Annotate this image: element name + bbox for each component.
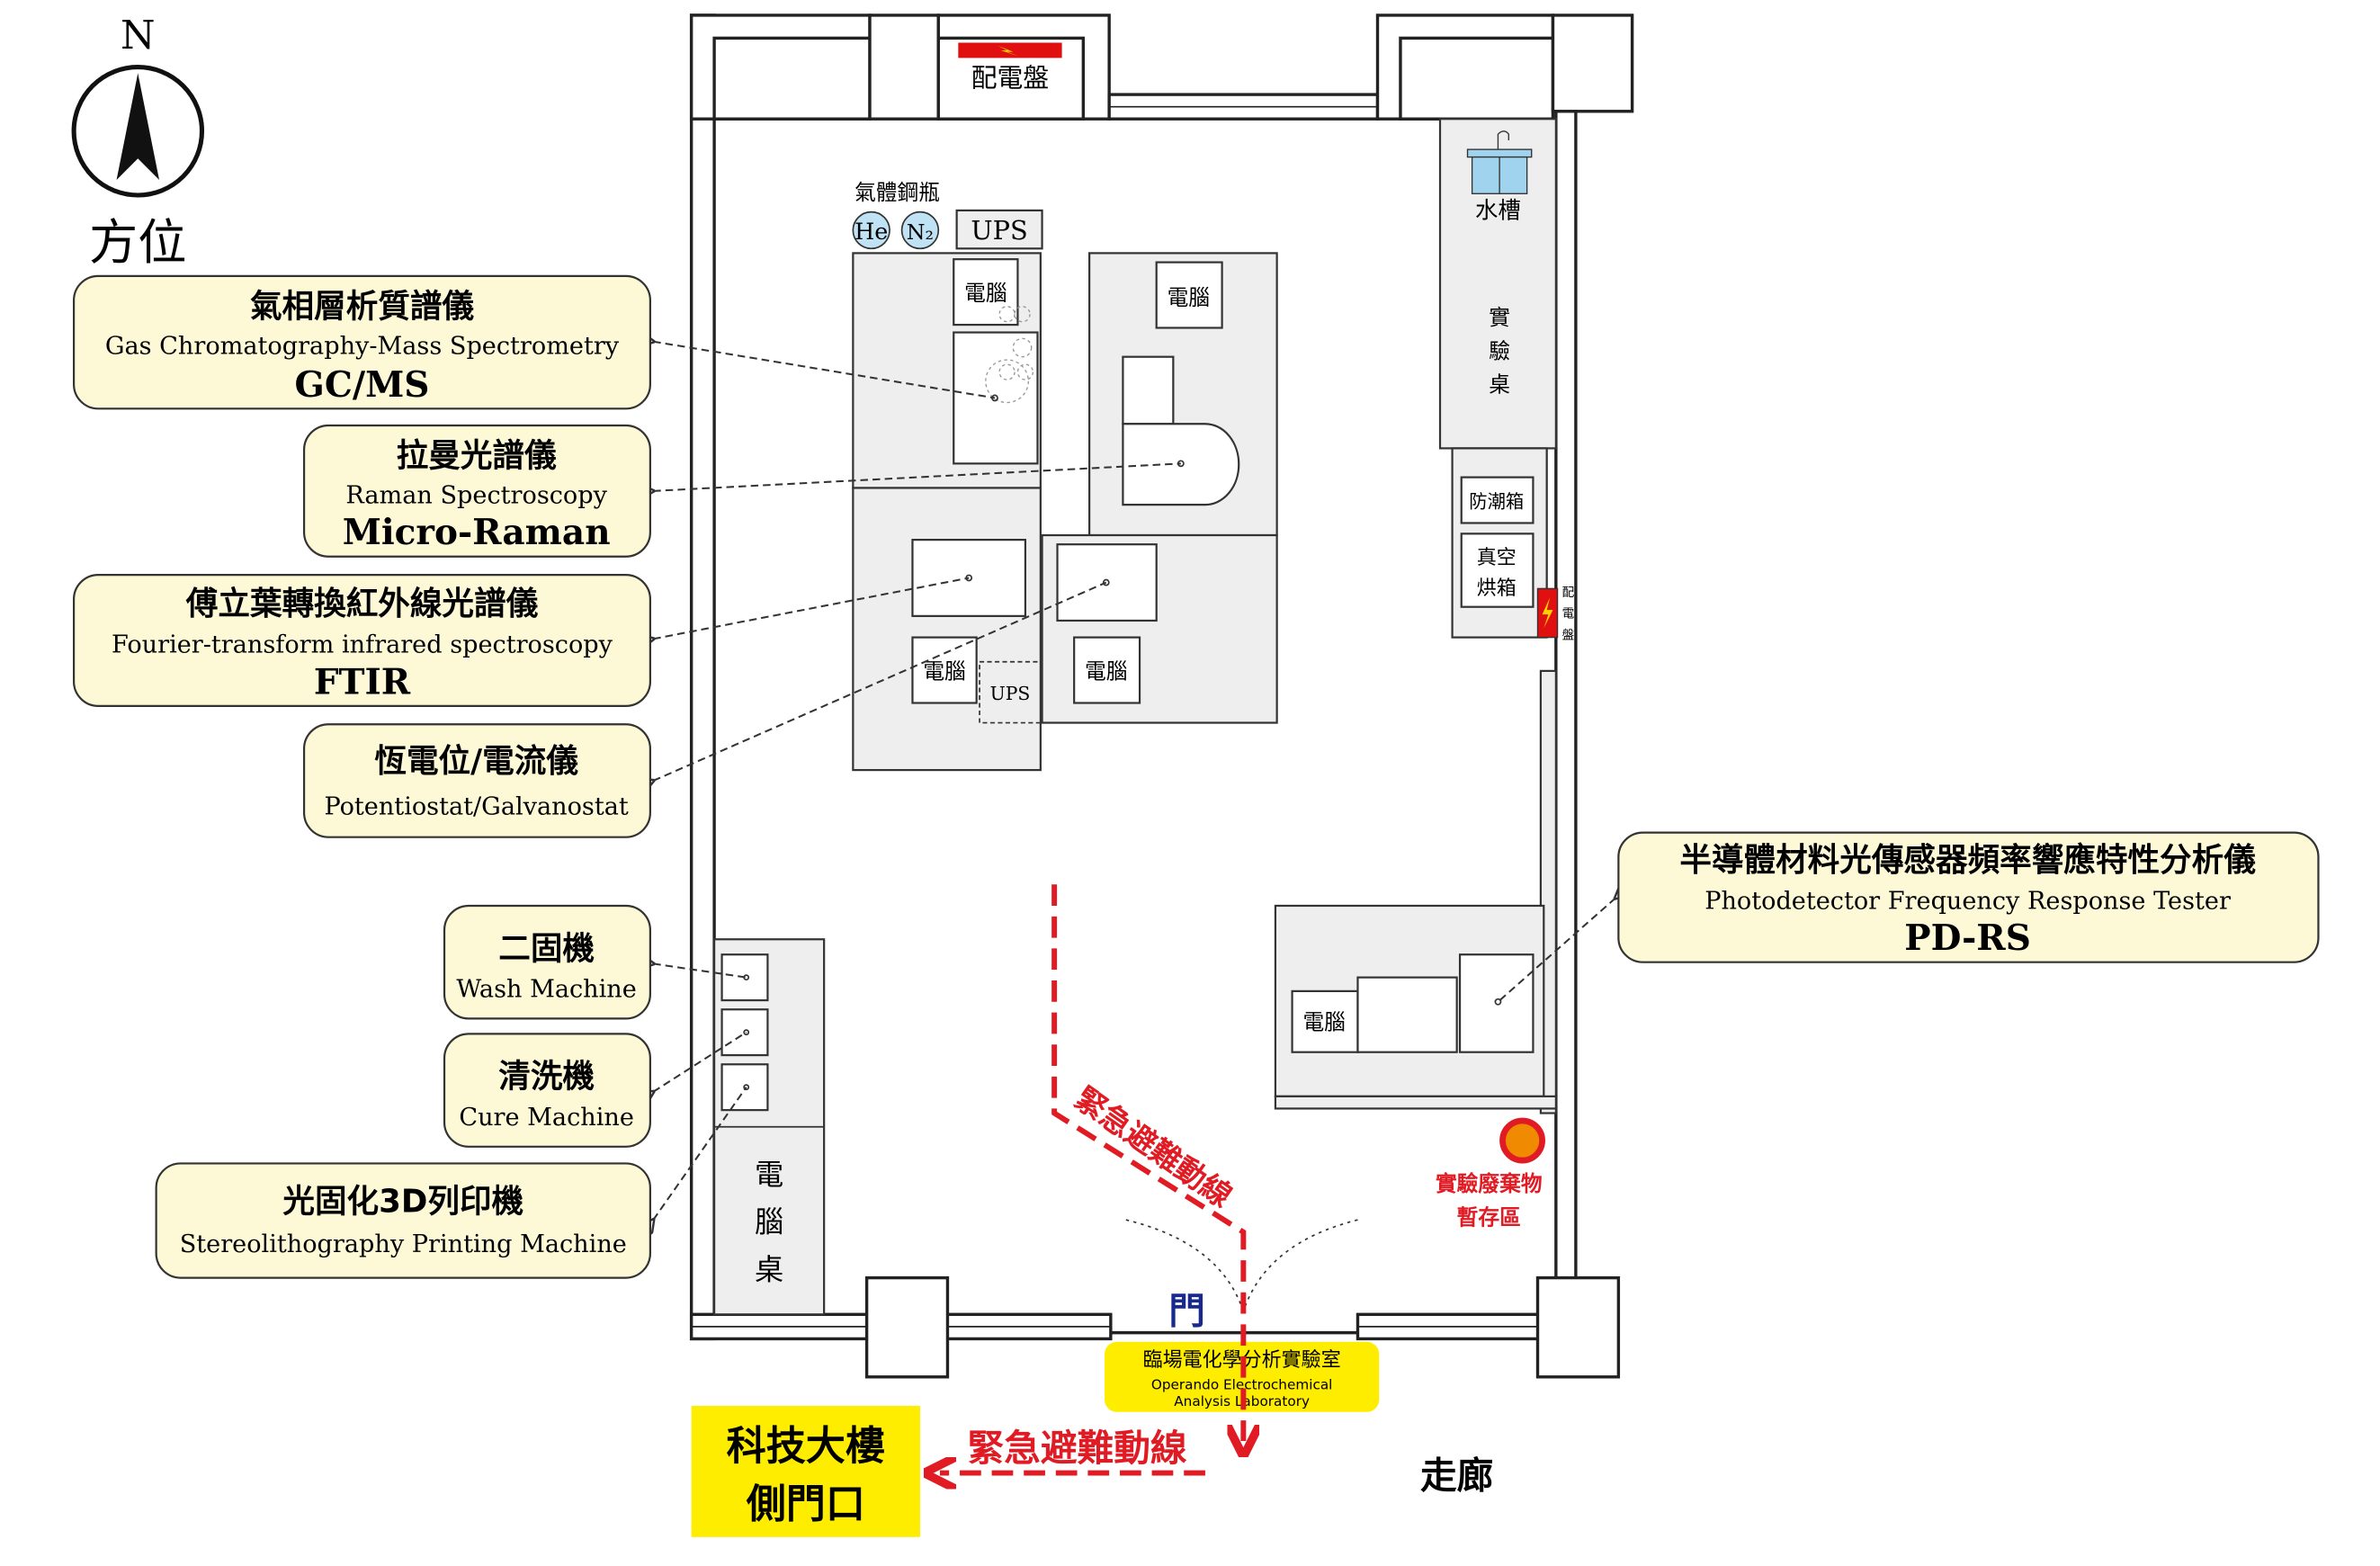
label-en: Photodetector Frequency Response Tester	[1704, 887, 2231, 915]
power-panel-side-label: 電	[1562, 607, 1575, 622]
label-en: Wash Machine	[456, 976, 636, 1004]
power-panel-label: 配電盤	[971, 63, 1049, 94]
label-zh: 拉曼光譜儀	[397, 438, 557, 475]
he-label: He	[854, 218, 888, 245]
computer-desk-label: 桌	[755, 1252, 783, 1286]
n2-label: N₂	[907, 219, 934, 245]
power-panel-side-label: 盤	[1562, 628, 1575, 642]
exit-label: 側門口	[746, 1481, 865, 1527]
label-zh: 傅立葉轉換紅外線光譜儀	[185, 586, 539, 622]
n2-cylinder-icon	[900, 210, 940, 250]
computer-label: 電腦	[1168, 285, 1210, 310]
label-abbr: GC/MS	[295, 364, 430, 406]
label-abbr: FTIR	[314, 661, 411, 702]
label-zh: 氣相層析質譜儀	[250, 289, 474, 326]
corridor-label: 走廊	[1420, 1454, 1493, 1498]
sink-label: 水槽	[1475, 196, 1521, 223]
sink-bench: 水槽 實 驗 桌	[1438, 118, 1557, 450]
ups-label: UPS	[971, 215, 1027, 246]
gas-cylinders-label: 氣體鋼瓶	[854, 180, 940, 205]
label-en: Potentiostat/Galvanostat	[324, 792, 628, 820]
bench-raman: 電腦	[1088, 252, 1278, 537]
north-arrow-icon	[116, 73, 160, 181]
north-label: N	[121, 13, 156, 58]
door-swing	[1125, 1219, 1245, 1312]
storage-cabinet: 防潮箱 真空 烘箱 配 電 盤	[1451, 447, 1575, 642]
orientation-label: 方位	[89, 214, 186, 271]
label-en: Stereolithography Printing Machine	[180, 1230, 627, 1258]
label-wash: 二固機 Wash Machine	[443, 904, 651, 1020]
door-swing	[1242, 1219, 1358, 1312]
evacuation-route-label: 緊急避難動線	[968, 1427, 1187, 1470]
label-zh: 清洗機	[498, 1059, 595, 1096]
computer-label: 電腦	[964, 281, 1007, 306]
sink-icon	[1466, 130, 1533, 194]
lab-sign-en: Operando Electrochemical	[1151, 1376, 1333, 1392]
side-exit	[691, 1406, 920, 1537]
vacuum-oven-label: 真空	[1477, 547, 1517, 569]
bench-gcms: 電腦	[852, 252, 1042, 489]
label-sla: 光固化3D列印機 Stereolithography Printing Mach…	[155, 1162, 651, 1279]
door-label[interactable]: 門	[1168, 1289, 1205, 1332]
label-en: Gas Chromatography-Mass Spectrometry	[105, 332, 620, 360]
lab-bench-label: 實	[1489, 305, 1510, 330]
label-abbr: Micro-Raman	[343, 512, 611, 553]
label-en: Fourier-transform infrared spectroscopy	[112, 631, 613, 659]
evacuation-route-line	[1051, 884, 1243, 1441]
label-cure: 清洗機 Cure Machine	[443, 1033, 651, 1148]
compass: N 方位	[71, 13, 205, 271]
label-zh: 光固化3D列印機	[282, 1184, 523, 1221]
computer-label: 電腦	[1085, 658, 1127, 684]
bench-potentiostat: 電腦	[1041, 533, 1278, 724]
label-zh: 恆電位/電流儀	[374, 743, 578, 780]
label-raman: 拉曼光譜儀 Raman Spectroscopy Micro-Raman	[302, 424, 651, 558]
exit-label: 科技大樓	[727, 1423, 885, 1469]
label-en: Raman Spectroscopy	[345, 481, 607, 509]
label-gcms: 氣相層析質譜儀 Gas Chromatography-Mass Spectrom…	[72, 274, 651, 410]
leader-lines	[653, 342, 1615, 1220]
ups-small-label: UPS	[990, 683, 1031, 704]
computer-label: 電腦	[923, 658, 965, 684]
label-abbr: PD-RS	[1904, 917, 2031, 959]
label-pdrs: 半導體材料光傳感器頻率響應特性分析儀 Photodetector Frequen…	[1617, 831, 2320, 963]
label-en: Cure Machine	[459, 1104, 634, 1132]
waste-icon	[1499, 1117, 1545, 1164]
label-zh: 二固機	[498, 930, 595, 967]
label-ftir: 傅立葉轉換紅外線光譜儀 Fourier-transform infrared s…	[72, 573, 651, 707]
dry-cabinet-label: 防潮箱	[1469, 491, 1524, 513]
evacuation-route-label: 緊急避難動線	[1069, 1080, 1239, 1214]
he-cylinder-icon	[852, 210, 890, 250]
power-panel-icon	[958, 42, 1062, 58]
vacuum-oven-label: 烘箱	[1477, 577, 1517, 600]
bench-ftir: 電腦 UPS	[852, 487, 1042, 772]
label-potentiostat: 恆電位/電流儀 Potentiostat/Galvanostat	[302, 723, 651, 838]
waste-label: 實驗廢棄物	[1436, 1171, 1543, 1196]
lab-bench-label: 桌	[1489, 372, 1510, 398]
lab-bench-label: 驗	[1489, 338, 1510, 363]
bench-left: 電 腦 桌	[712, 938, 826, 1316]
waste-label: 暫存區	[1457, 1204, 1521, 1230]
computer-desk-label: 腦	[755, 1205, 783, 1239]
walls	[689, 13, 1634, 1379]
computer-label: 電腦	[1302, 1009, 1345, 1034]
label-zh: 半導體材料光傳感器頻率響應特性分析儀	[1679, 842, 2256, 879]
bench-pdrs: 電腦	[1274, 904, 1557, 1110]
power-panel-side-label: 配	[1562, 586, 1575, 600]
computer-desk-label: 電	[755, 1158, 783, 1192]
